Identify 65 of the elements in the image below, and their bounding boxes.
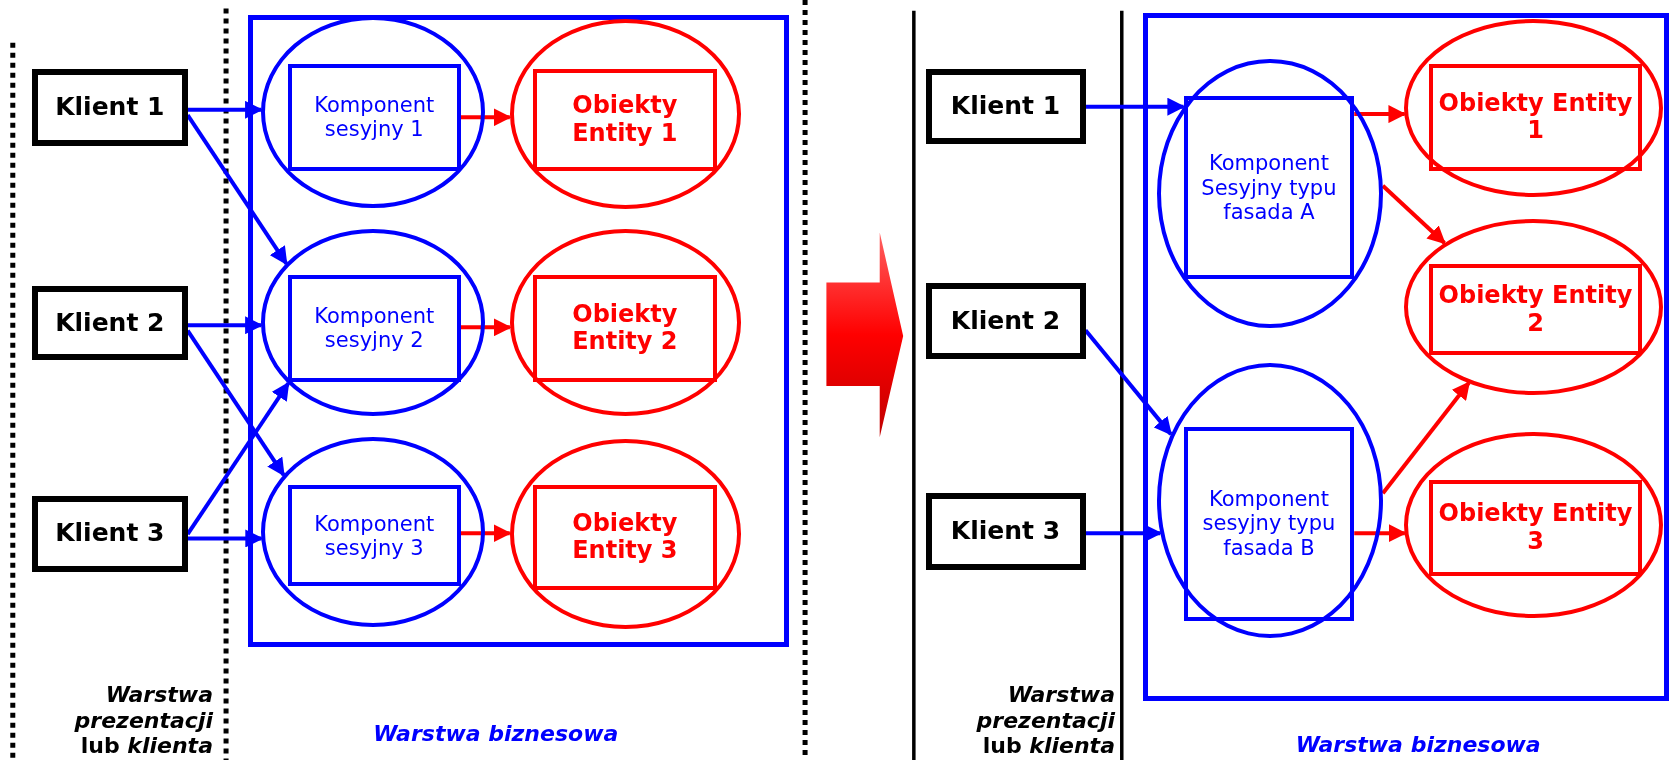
entity-box bbox=[533, 69, 717, 171]
component-box bbox=[287, 275, 461, 382]
entity-label: Obiekty Entity 2 bbox=[571, 300, 679, 356]
arrow bbox=[460, 524, 512, 543]
arrow bbox=[1354, 524, 1407, 543]
entity-ellipse bbox=[1404, 431, 1664, 619]
layer-frame bbox=[1143, 12, 1669, 701]
client-box bbox=[925, 282, 1086, 360]
arrow bbox=[1083, 329, 1173, 436]
entity-label: Obiekty Entity 2 bbox=[1437, 282, 1634, 338]
entity-box bbox=[533, 485, 717, 590]
client-name: Klient 3 bbox=[55, 519, 165, 549]
component-ellipse bbox=[261, 229, 486, 416]
arrow bbox=[1381, 184, 1446, 245]
entity-ellipse bbox=[1404, 19, 1664, 198]
entity-label: Obiekty Entity 3 bbox=[571, 509, 679, 565]
arrow bbox=[1354, 105, 1407, 124]
arrow bbox=[186, 114, 289, 266]
entity-box bbox=[1428, 63, 1643, 171]
client-name: Klient 1 bbox=[950, 92, 1061, 121]
component-box bbox=[287, 485, 461, 587]
entity-label: Obiekty Entity 1 bbox=[571, 92, 679, 148]
client-box bbox=[925, 69, 1086, 144]
entity-label: Obiekty Entity 1 bbox=[1437, 89, 1634, 145]
client-box bbox=[32, 285, 188, 361]
entity-ellipse bbox=[509, 19, 742, 209]
component-box bbox=[1183, 95, 1355, 280]
component-box bbox=[1183, 426, 1355, 621]
client-name: Klient 1 bbox=[55, 93, 165, 123]
layer-frame bbox=[248, 14, 790, 648]
entity-box bbox=[533, 275, 717, 382]
client-box bbox=[32, 69, 188, 147]
layer-caption: Warstwa biznesowa bbox=[1294, 731, 1542, 757]
entity-label: Obiekty Entity 3 bbox=[1437, 500, 1634, 556]
component-ellipse bbox=[261, 437, 486, 627]
client-name: Klient 3 bbox=[950, 517, 1061, 546]
component-label: Komponent sesyjny 1 bbox=[313, 93, 436, 142]
layer-caption: Warstwa prezentacji lub klienta bbox=[975, 682, 1115, 759]
arrow bbox=[187, 316, 264, 335]
layer-caption: Warstwa biznesowa bbox=[372, 720, 620, 747]
arrow bbox=[186, 329, 286, 477]
arrow bbox=[186, 381, 290, 536]
entity-ellipse bbox=[509, 229, 742, 416]
component-ellipse bbox=[1156, 58, 1383, 329]
component-ellipse bbox=[1156, 362, 1383, 638]
arrow bbox=[187, 100, 264, 119]
entity-box bbox=[1428, 479, 1643, 576]
arrow bbox=[460, 318, 512, 337]
layer-caption: Warstwa prezentacji lub klienta bbox=[73, 682, 213, 759]
entity-ellipse bbox=[509, 439, 742, 630]
arrow bbox=[1085, 524, 1163, 543]
component-box bbox=[287, 64, 461, 171]
component-label: Komponent Sesyjny typu fasada A bbox=[1200, 151, 1338, 224]
arrow bbox=[1085, 97, 1186, 116]
component-label: Komponent sesyjny 2 bbox=[313, 304, 436, 353]
component-label: Komponent sesyjny typu fasada B bbox=[1201, 487, 1337, 560]
client-box bbox=[32, 495, 188, 572]
entity-box bbox=[1428, 264, 1643, 356]
entity-ellipse bbox=[1404, 218, 1664, 395]
component-label: Komponent sesyjny 3 bbox=[313, 511, 436, 560]
client-name: Klient 2 bbox=[950, 306, 1061, 336]
arrow bbox=[187, 529, 264, 548]
client-name: Klient 2 bbox=[55, 308, 165, 338]
client-box bbox=[925, 492, 1086, 571]
arrow bbox=[460, 108, 512, 127]
